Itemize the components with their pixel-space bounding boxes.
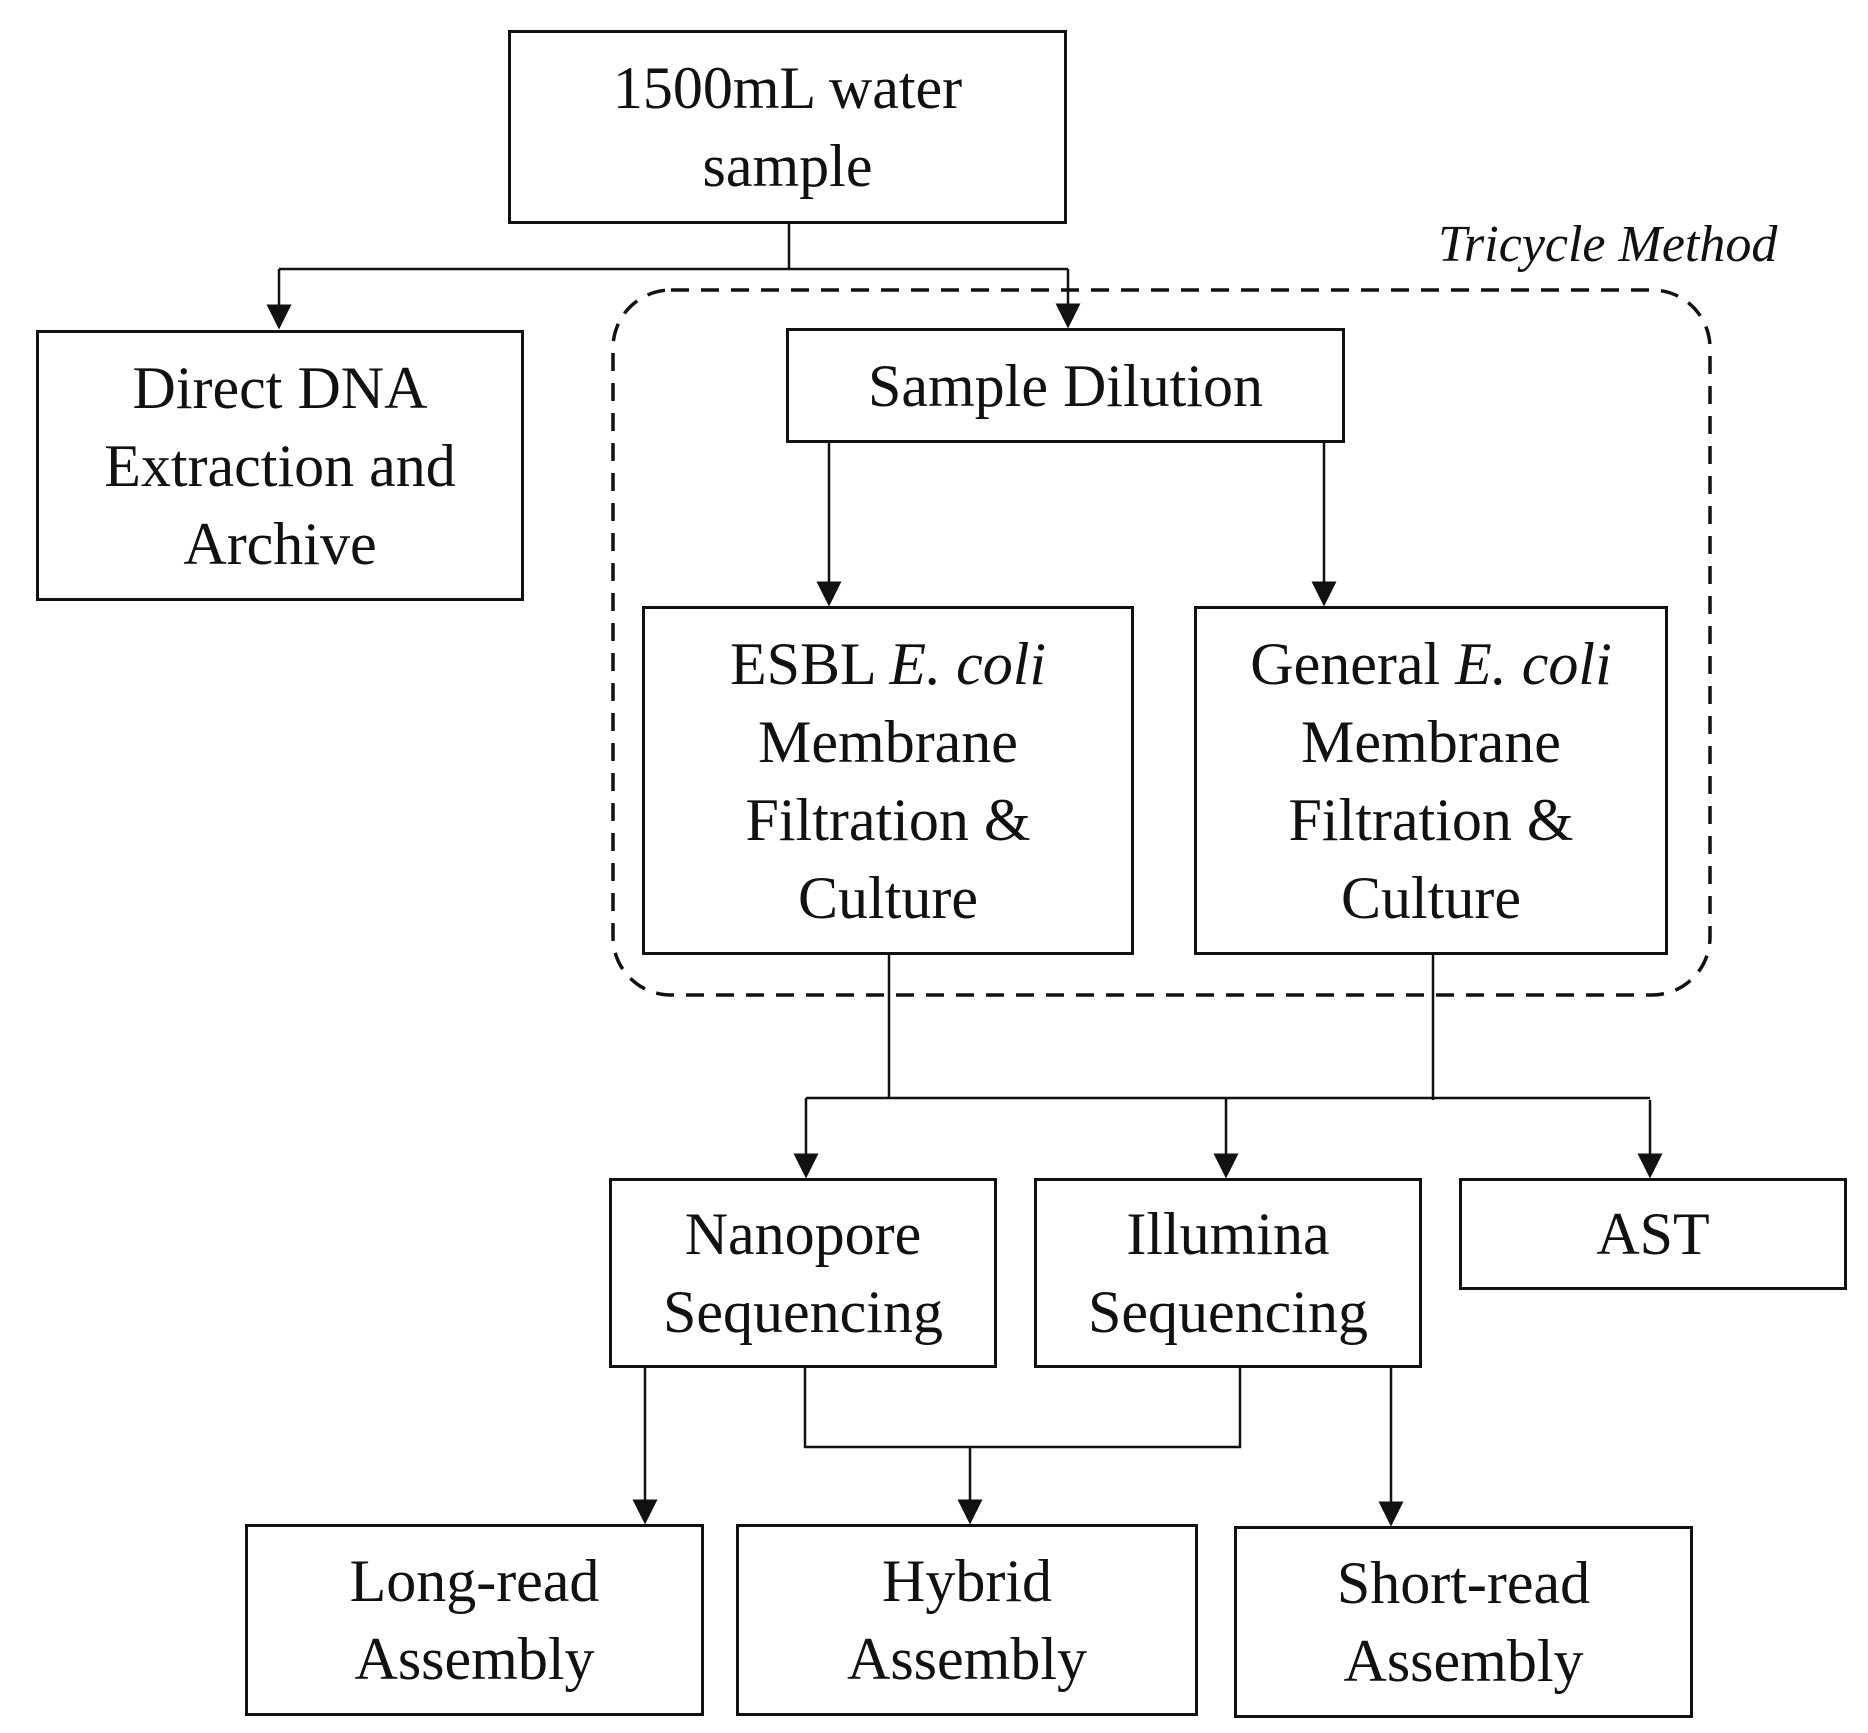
tricycle-method-group-border	[611, 288, 1712, 997]
hybrid-line2: Assembly	[847, 1626, 1087, 1692]
direct-dna-line3: Archive	[183, 510, 377, 577]
long-read-line1: Long-read	[349, 1548, 600, 1614]
sample-dilution-box: Sample Dilution	[786, 328, 1345, 443]
general-line4: Culture	[1341, 864, 1521, 931]
nanopore-box: Nanopore Sequencing	[609, 1178, 997, 1368]
long-read-assembly-box: Long-read Assembly	[245, 1524, 704, 1716]
esbl-culture-box: ESBL E. coli Membrane Filtration & Cultu…	[642, 606, 1134, 955]
esbl-line2: Membrane	[758, 708, 1018, 775]
illumina-box: Illumina Sequencing	[1034, 1178, 1422, 1368]
esbl-line1-plain: ESBL	[729, 630, 890, 697]
short-read-line2: Assembly	[1343, 1628, 1584, 1694]
direct-dna-box: Direct DNA Extraction and Archive	[36, 330, 524, 601]
short-read-assembly-box: Short-read Assembly	[1234, 1526, 1693, 1718]
illumina-line2: Sequencing	[1088, 1279, 1368, 1345]
ast-box: AST	[1459, 1178, 1847, 1290]
direct-dna-line1: Direct DNA	[132, 354, 428, 421]
hybrid-assembly-box: Hybrid Assembly	[736, 1524, 1198, 1716]
nanopore-line2: Sequencing	[663, 1279, 943, 1345]
general-line1-plain: General	[1250, 630, 1456, 697]
general-culture-box: General E. coli Membrane Filtration & Cu…	[1194, 606, 1668, 955]
general-line1-italic: E. coli	[1455, 630, 1612, 697]
nanopore-line1: Nanopore	[684, 1201, 922, 1267]
general-line3: Filtration &	[1288, 786, 1574, 853]
esbl-line1-italic: E. coli	[889, 630, 1047, 697]
water-sample-line1: 1500mL water	[612, 55, 963, 121]
water-sample-line2: sample	[702, 133, 873, 199]
connector-hybrid-bracket	[803, 1368, 1242, 1449]
general-line2: Membrane	[1301, 708, 1561, 775]
short-read-line1: Short-read	[1336, 1550, 1591, 1616]
sample-dilution-line1: Sample Dilution	[868, 352, 1263, 419]
water-sample-box: 1500mL water sample	[508, 30, 1067, 224]
illumina-line1: Illumina	[1126, 1201, 1330, 1267]
hybrid-line1: Hybrid	[882, 1548, 1052, 1614]
esbl-line3: Filtration &	[745, 786, 1031, 853]
ast-line1: AST	[1596, 1201, 1710, 1267]
esbl-line4: Culture	[798, 864, 978, 931]
direct-dna-line2: Extraction and	[104, 432, 456, 499]
long-read-line2: Assembly	[354, 1626, 595, 1692]
tricycle-method-label: Tricycle Method	[1438, 216, 1778, 273]
